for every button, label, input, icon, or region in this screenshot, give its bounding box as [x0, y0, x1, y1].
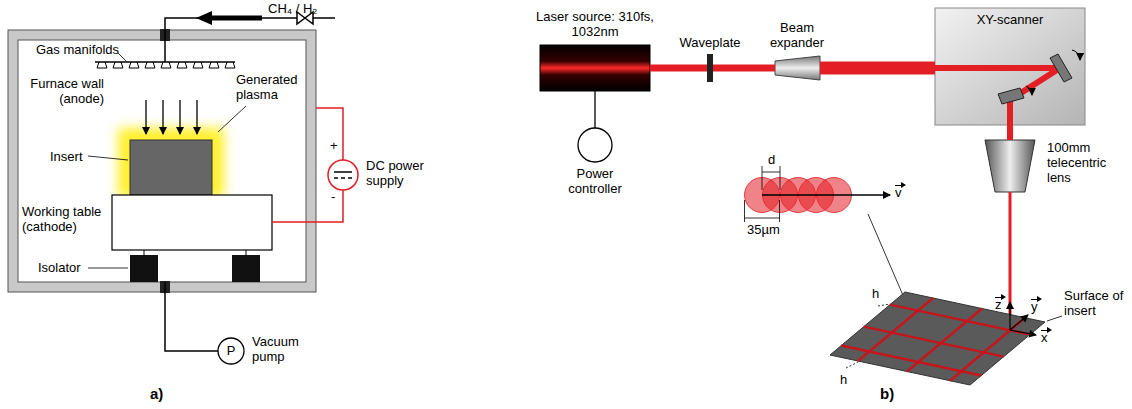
- panel-label: b): [880, 386, 894, 401]
- part-label: -: [331, 189, 335, 204]
- nozzle: [193, 62, 203, 68]
- axis-label: z: [995, 297, 1002, 312]
- node-label: DC power supply: [366, 158, 430, 188]
- part-label: CH₄ / H₂: [268, 1, 317, 16]
- axis-label: v: [895, 185, 902, 200]
- nozzle: [177, 62, 187, 68]
- laser-source: Laser source: 310fs, 1032nm: [540, 45, 650, 91]
- part-label: Furnace wall (anode): [22, 76, 104, 106]
- part-label: Generated plasma: [236, 72, 302, 102]
- nozzle: [225, 62, 235, 68]
- telecentric-lens: 100mm telecentric lens: [985, 140, 1035, 192]
- node-label: P: [218, 343, 244, 358]
- part-label: Working table (cathode): [22, 204, 108, 234]
- part-label: Gas manifolds: [36, 42, 119, 57]
- nozzle: [97, 62, 107, 68]
- node-label: Vacuum pump: [252, 334, 314, 364]
- scan-line: [864, 327, 1004, 357]
- node-label: Laser source: 310fs, 1032nm: [530, 9, 660, 39]
- part-label: +: [330, 138, 338, 153]
- axis-label: x: [1041, 330, 1048, 345]
- part-label: Isolator: [38, 260, 81, 275]
- scan-line: [841, 346, 981, 376]
- panel-label: a): [150, 386, 163, 401]
- axis-label: y: [1031, 299, 1038, 314]
- xy-scanner: XY-scanner: [935, 8, 1085, 125]
- nozzle: [129, 62, 139, 68]
- part-label: d: [768, 152, 775, 167]
- node-label: 100mm telecentric lens: [1047, 140, 1121, 185]
- laser-beam: [1007, 125, 1013, 140]
- part-label: Surface of insert: [1064, 288, 1126, 318]
- nozzle: [113, 62, 123, 68]
- part-label: h: [872, 286, 879, 301]
- node-label: XY-scanner: [935, 12, 1085, 27]
- expanded-beam: [820, 62, 935, 75]
- control-cable: [594, 91, 595, 128]
- vacuum-pump: PVacuum pump: [218, 338, 244, 364]
- node-label: Power controller: [555, 166, 635, 196]
- scan-line: [890, 305, 1030, 335]
- waveplate: Waveplate: [707, 54, 713, 82]
- beam-expander: Beam expander: [775, 56, 820, 80]
- part-label: Insert: [50, 149, 83, 164]
- nozzle: [209, 62, 219, 68]
- node-label: Beam expander: [762, 20, 832, 50]
- power-controller: Power controller: [578, 128, 612, 162]
- dc-power-supply: DC power supply: [328, 160, 358, 190]
- nozzle: [145, 62, 155, 68]
- part-label: h: [840, 372, 847, 387]
- laser-beam: [650, 65, 707, 72]
- node-label: Waveplate: [670, 35, 750, 50]
- nozzle: [161, 62, 171, 68]
- laser-beam: [713, 65, 775, 72]
- part-label: 35µm: [747, 222, 780, 237]
